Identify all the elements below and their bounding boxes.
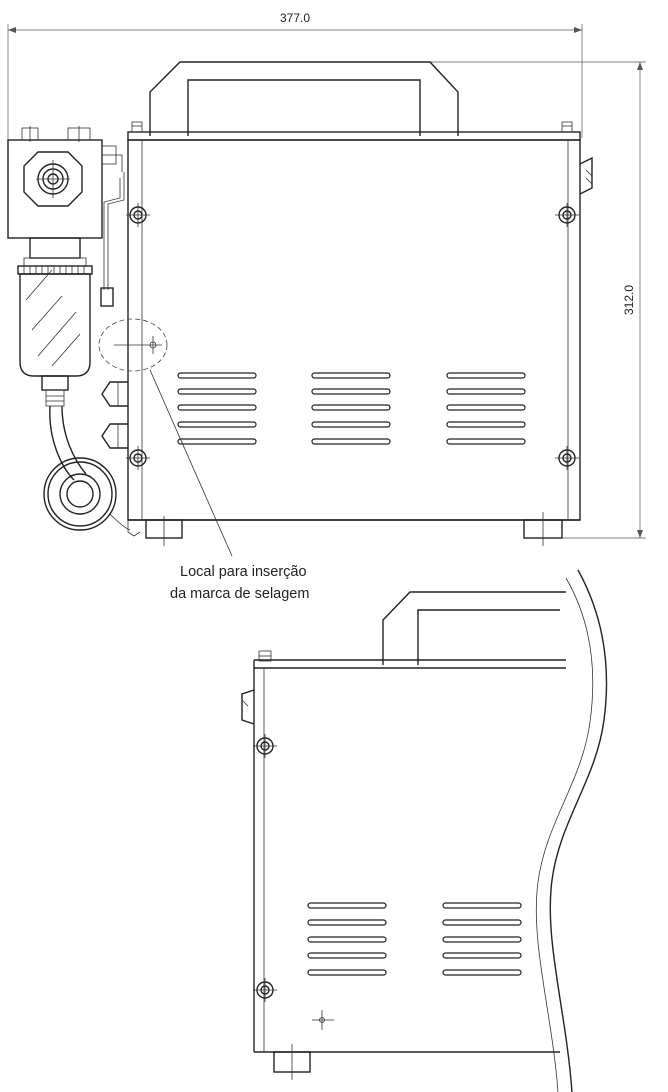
sealing-mark-location [98, 318, 168, 372]
ventilation-slots-detail [307, 902, 522, 976]
dimension-lines [7, 24, 646, 539]
ventilation-slots-main [177, 372, 526, 445]
cabinet-detail-view [241, 569, 608, 1092]
hose-coil [43, 405, 131, 531]
annotation-line-1: Local para inserção [180, 564, 307, 580]
side-outlets [101, 381, 128, 449]
filter-regulator-assembly [7, 126, 123, 407]
annotation-leader-line [149, 369, 233, 557]
height-dimension-label: 312.0 [622, 285, 636, 315]
bolt-bottom-right [555, 446, 579, 470]
detail-bolt-top [253, 734, 277, 758]
width-dimension-label: 377.0 [280, 11, 310, 25]
detail-seal-point [312, 1010, 334, 1030]
cabinet-main-view [127, 61, 593, 546]
bolt-top-right [555, 203, 579, 227]
bolt-bottom-left [126, 446, 150, 470]
bolt-top-left [126, 203, 150, 227]
annotation-line-2: da marca de selagem [170, 586, 309, 602]
side-cable [100, 172, 125, 307]
detail-bolt-bottom [253, 978, 277, 1002]
bottom-left-screw [127, 520, 141, 537]
